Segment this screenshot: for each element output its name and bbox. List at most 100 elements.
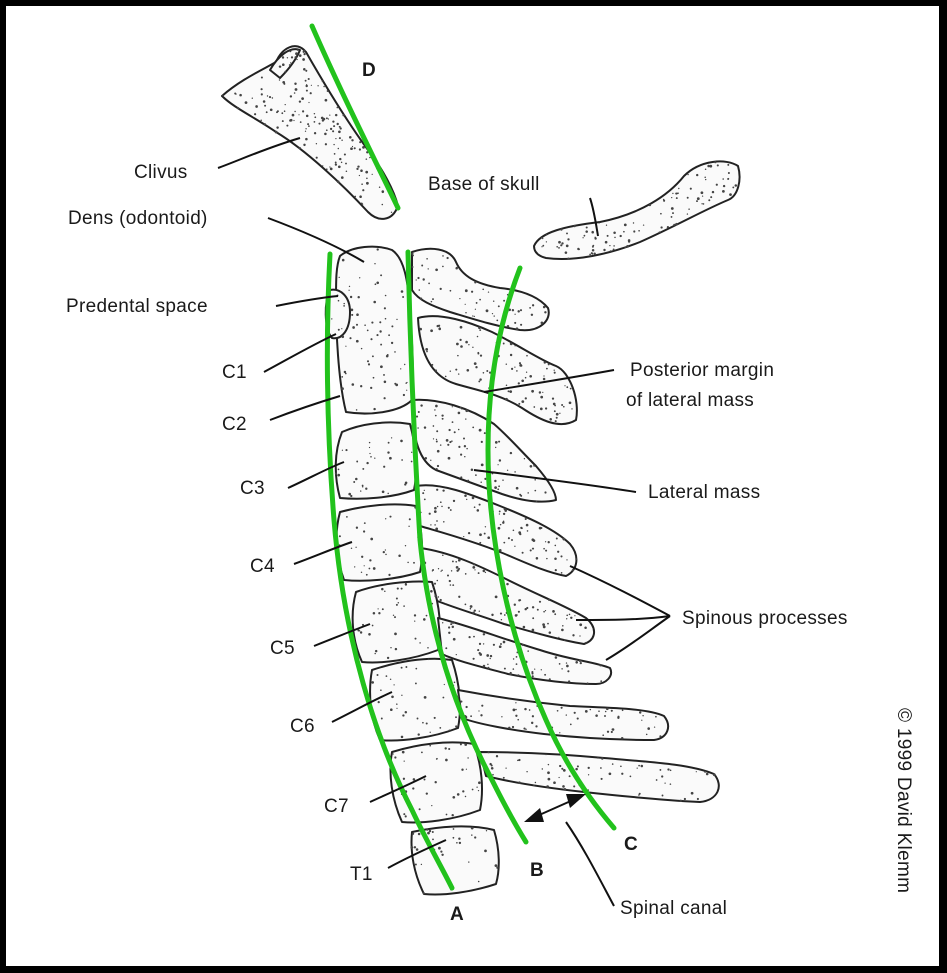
stipple-dot — [314, 121, 316, 123]
label-posterior-margin-line1: Posterior margin — [630, 360, 774, 381]
stipple-dot — [234, 92, 236, 94]
stipple-dot — [549, 679, 550, 680]
label-spinal-canal: Spinal canal — [620, 898, 727, 919]
stipple-dot — [517, 674, 519, 676]
stipple-dot — [557, 710, 559, 712]
stipple-dot — [503, 641, 506, 644]
stipple-dot — [339, 126, 341, 128]
stipple-dot — [680, 800, 682, 802]
stipple-dot — [534, 490, 536, 492]
stipple-dot — [599, 664, 601, 666]
stipple-dot — [498, 527, 501, 530]
stipple-dot — [592, 253, 594, 255]
base-of-skull-bone — [534, 161, 740, 259]
stipple-dot — [339, 535, 341, 537]
stipple-dot — [543, 626, 546, 629]
stipple-dot — [239, 94, 242, 97]
leader-clivus — [218, 138, 300, 168]
stipple-dot — [456, 343, 459, 346]
c3-body — [336, 422, 416, 498]
stipple-dot — [445, 603, 446, 604]
stipple-dot — [337, 180, 340, 183]
stipple-dot — [546, 368, 548, 370]
stipple-dot — [503, 513, 505, 515]
stipple-dot — [467, 757, 468, 758]
stipple-dot — [418, 733, 420, 735]
stipple-dot — [505, 767, 506, 768]
stipple-dot — [299, 100, 301, 102]
stipple-dot — [510, 354, 512, 356]
stipple-dot — [664, 782, 665, 783]
stipple-dot — [594, 253, 596, 255]
stipple-dot — [442, 489, 444, 491]
stipple-dot — [456, 267, 458, 269]
label-clivus: Clivus — [134, 162, 188, 183]
stipple-dot — [426, 792, 428, 794]
stipple-dot — [432, 298, 434, 300]
stipple-dot — [558, 777, 559, 778]
stipple-dot — [521, 324, 522, 325]
stipple-dot — [546, 785, 549, 788]
stipple-dot — [335, 473, 337, 475]
stipple-dot — [472, 497, 475, 500]
stipple-dot — [494, 480, 496, 482]
stipple-dot — [458, 559, 461, 562]
stipple-dot — [426, 722, 428, 724]
stipple-dot — [430, 460, 431, 461]
stipple-dot — [508, 727, 510, 729]
stipple-dot — [584, 627, 587, 630]
stipple-dot — [380, 689, 382, 691]
stipple-dot — [561, 707, 563, 709]
stipple-dot — [305, 128, 306, 129]
stipple-dot — [369, 447, 370, 448]
stipple-dot — [687, 174, 688, 175]
stipple-dot — [338, 130, 341, 133]
stipple-dot — [586, 226, 588, 228]
stipple-dot — [713, 773, 716, 776]
stipple-dot — [471, 827, 474, 830]
stipple-dot — [575, 661, 578, 664]
stipple-dot — [567, 670, 569, 672]
stipple-dot — [623, 231, 625, 233]
stipple-dot — [423, 892, 425, 894]
stipple-dot — [548, 764, 549, 765]
stipple-dot — [478, 380, 480, 382]
label-t1: T1 — [350, 864, 373, 885]
stipple-dot — [567, 258, 569, 260]
stipple-dot — [521, 400, 524, 403]
stipple-dot — [499, 510, 501, 512]
stipple-dot — [341, 162, 342, 163]
stipple-dot — [298, 114, 299, 115]
stipple-dot — [696, 174, 698, 176]
stipple-dot — [452, 421, 454, 423]
stipple-dot — [542, 768, 543, 769]
stipple-dot — [434, 409, 435, 410]
stipple-dot — [284, 110, 286, 112]
stipple-dot — [519, 494, 521, 496]
stipple-dot — [566, 614, 568, 616]
stipple-dot — [390, 708, 393, 711]
stipple-dot — [237, 107, 239, 109]
stipple-dot — [367, 330, 369, 332]
stipple-dot — [441, 506, 443, 508]
stipple-dot — [293, 120, 294, 121]
stipple-dot — [444, 684, 445, 685]
stipple-dot — [445, 759, 448, 762]
stipple-dot — [484, 432, 486, 434]
stipple-dot — [426, 829, 428, 831]
stipple-dot — [286, 125, 288, 127]
label-c3: C3 — [240, 478, 265, 499]
stipple-dot — [492, 313, 493, 314]
stipple-dot — [569, 401, 572, 404]
stipple-dot — [401, 290, 404, 293]
stipple-dot — [384, 590, 386, 592]
spinal-canal-arrowhead-left — [524, 808, 544, 822]
stipple-dot — [298, 147, 300, 149]
stipple-dot — [338, 300, 340, 302]
stipple-dot — [722, 190, 725, 193]
stipple-dot — [708, 199, 710, 201]
stipple-dot — [466, 448, 468, 450]
stipple-dot — [433, 438, 434, 439]
stipple-dot — [543, 306, 546, 309]
stipple-dot — [518, 403, 520, 405]
